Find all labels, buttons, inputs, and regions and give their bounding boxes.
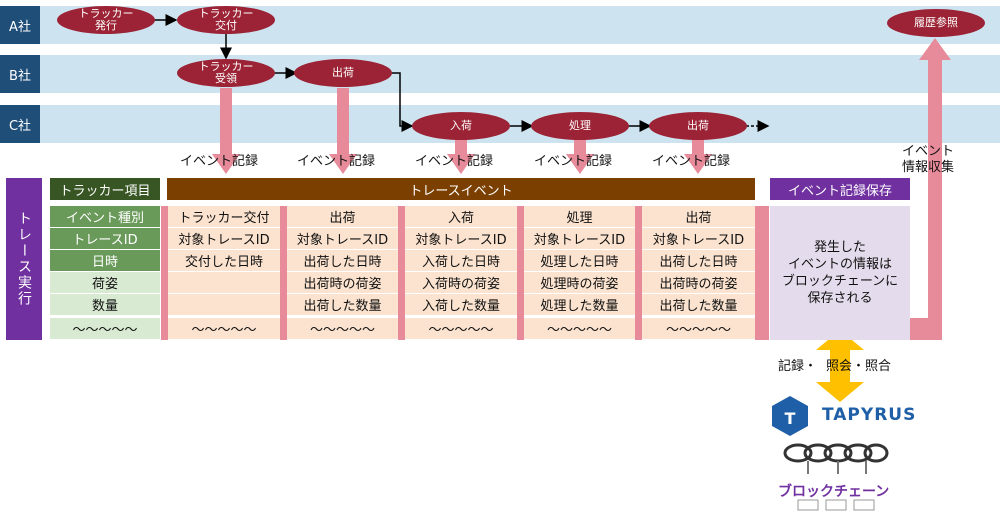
event-save-box: 発生した イベントの情報は ブロックチェーンに 保存される	[770, 206, 910, 340]
access-middle-label: 照会	[826, 359, 853, 374]
access-left-label: 記録・	[778, 359, 818, 374]
lane-label-a: A社	[0, 6, 40, 44]
event-0-row-2: 交付した日時	[168, 250, 280, 271]
event-1-row-3: 出荷時の荷姿	[287, 272, 398, 293]
tracker-item-5: ～～～～～	[50, 318, 160, 339]
lane-c	[40, 105, 1000, 143]
event-record-label-3: イベント記録	[415, 154, 494, 169]
event-4-row-5: ～～～～～	[642, 318, 755, 339]
node-tracker-receive: トラッカー 受領	[177, 59, 275, 87]
event-1-row-4: 出荷した数量	[287, 294, 398, 315]
event-0-row-4	[168, 294, 280, 315]
tracker-item-1: トレースID	[50, 228, 160, 249]
trace-exec-text: トレース実行	[16, 211, 32, 307]
node-tracker-deliver: トラッカー 交付	[177, 6, 275, 34]
tapyrus-logo-text: TAPYRUS	[822, 405, 917, 425]
event-0-row-1: 対象トレースID	[168, 228, 280, 249]
event-1-row-1: 対象トレースID	[287, 228, 398, 249]
event-3-row-3: 処理時の荷姿	[524, 272, 635, 293]
event-record-label-5: イベント記録	[652, 154, 731, 169]
header-event-save: イベント記録保存	[770, 178, 910, 200]
node-b-ship: 出荷	[294, 59, 392, 87]
trace-exec-label: トレース実行	[6, 178, 42, 340]
blockchain-label: ブロックチェーン	[778, 484, 890, 500]
svg-text:T: T	[785, 409, 796, 428]
event-1-row-2: 出荷した日時	[287, 250, 398, 271]
event-2-row-0: 入荷	[405, 206, 517, 227]
event-separator-0	[161, 206, 168, 340]
lane-label-b: B社	[0, 55, 40, 93]
event-separator-4	[635, 206, 642, 340]
event-separator-1	[280, 206, 287, 340]
tracker-item-3: 荷姿	[50, 272, 160, 293]
node-c-ship: 出荷	[649, 112, 747, 140]
event-0-row-0: トラッカー交付	[168, 206, 280, 227]
event-1-row-0: 出荷	[287, 206, 398, 227]
event-0-row-3	[168, 272, 280, 293]
lane-label-c: C社	[0, 105, 40, 143]
event-4-row-0: 出荷	[642, 206, 755, 227]
event-separator-5	[755, 206, 769, 340]
event-4-row-1: 対象トレースID	[642, 228, 755, 249]
event-collect-label: イベント 情報収集	[902, 144, 955, 175]
event-3-row-2: 処理した日時	[524, 250, 635, 271]
event-2-row-5: ～～～～～	[405, 318, 517, 339]
event-separator-3	[517, 206, 524, 340]
event-4-row-2: 出荷した日時	[642, 250, 755, 271]
event-2-row-1: 対象トレースID	[405, 228, 517, 249]
event-3-row-1: 対象トレースID	[524, 228, 635, 249]
event-record-label-1: イベント記録	[180, 154, 259, 169]
event-2-row-4: 入荷した数量	[405, 294, 517, 315]
event-0-row-5: ～～～～～	[168, 318, 280, 339]
event-3-row-0: 処理	[524, 206, 635, 227]
event-4-row-3: 出荷時の荷姿	[642, 272, 755, 293]
header-trace-event: トレースイベント	[167, 178, 755, 200]
event-3-row-5: ～～～～～	[524, 318, 635, 339]
node-c-process: 処理	[531, 112, 629, 140]
event-separator-2	[398, 206, 405, 340]
node-tracker-issue: トラッカー 発行	[57, 6, 155, 34]
access-right-label: ・照合	[852, 359, 892, 374]
node-history: 履歴参照	[887, 9, 985, 37]
tracker-item-4: 数量	[50, 294, 160, 315]
event-3-row-4: 処理した数量	[524, 294, 635, 315]
tracker-item-2: 日時	[50, 250, 160, 271]
node-c-receive: 入荷	[412, 112, 510, 140]
event-record-label-2: イベント記録	[297, 154, 376, 169]
header-tracker-items: トラッカー項目	[50, 178, 160, 200]
event-2-row-3: 入荷時の荷姿	[405, 272, 517, 293]
event-1-row-5: ～～～～～	[287, 318, 398, 339]
event-4-row-4: 出荷した数量	[642, 294, 755, 315]
event-2-row-2: 入荷した日時	[405, 250, 517, 271]
tracker-item-0: イベント種別	[50, 206, 160, 227]
event-record-label-4: イベント記録	[534, 154, 613, 169]
